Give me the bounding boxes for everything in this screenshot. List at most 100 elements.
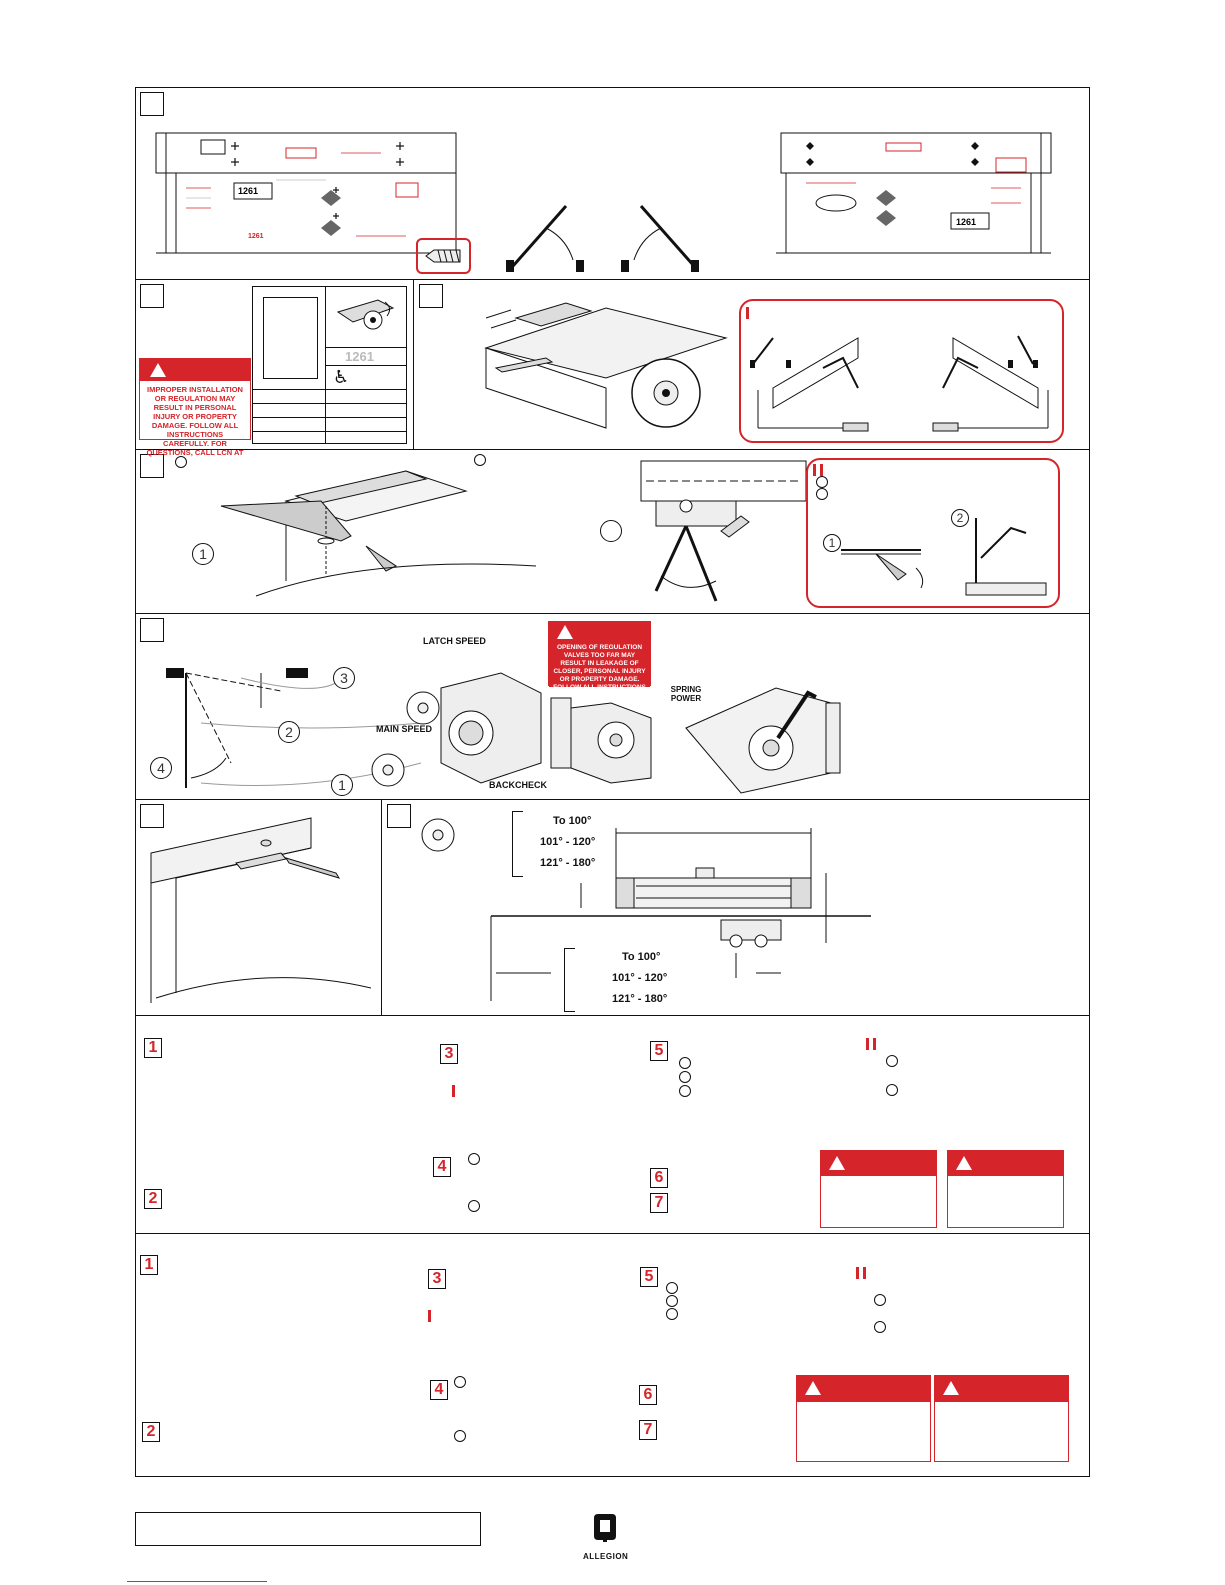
closer-installed-illustration [150,817,372,1003]
step-top-1: 1 [144,1038,162,1058]
warning-triangle-icon [943,1381,959,1395]
spring-power-illustration [550,687,841,794]
valve-num-2: 2 [278,721,300,743]
arm-step-marker-b [474,454,486,466]
tip-bullet-b [816,488,828,500]
latch-speed-label: LATCH SPEED [423,636,486,646]
install-warning-text: IMPROPER INSTALLATION OR REGULATION MAY … [140,383,250,457]
divider-row4 [136,799,1089,800]
step-bottom-1: 1 [140,1255,158,1275]
brand-name: ALLEGION [583,1552,629,1561]
model-label: 1261 [345,349,374,364]
section-box-a [140,92,164,116]
step-bottom-note-bullet-a [874,1294,886,1306]
bottom-range-bracket [564,948,575,1012]
bottom-range-1: To 100° [622,951,661,963]
step-top-2: 2 [144,1189,162,1209]
warning-triangle-icon [805,1381,821,1395]
warning-triangle-icon [150,363,166,377]
step-top-5-bullet-b [679,1071,691,1083]
arm-options-panel [739,299,1064,443]
bottom-range-3: 121° - 180° [612,993,668,1005]
valve-adjust-illustration [166,667,542,852]
arm-install-illustration [220,470,537,597]
step-bottom-5: 5 [640,1267,658,1287]
top-range-bracket [512,811,523,877]
spring-power-label: SPRING POWER [670,685,702,703]
warning-triangle-icon [829,1156,845,1170]
door-swing-left-icon [506,205,584,272]
instruction-sheet: 1261 1261 [135,87,1090,1477]
step-top-3: 3 [440,1044,458,1064]
tip-step-two: 2 [951,509,969,527]
door-swing-right-icon [621,205,699,272]
step-top-3-marker [452,1085,455,1097]
bottom-range-2: 101° - 120° [612,972,668,984]
divider-row5 [136,1015,1089,1016]
step-bottom-note-marker-b [863,1267,866,1279]
step-top-5-bullet-a [679,1057,691,1069]
step-top-note-bullet-a [886,1055,898,1067]
arm-options-illustration [750,335,1049,432]
step-top-note-marker-a [866,1038,869,1050]
install-warning: IMPROPER INSTALLATION OR REGULATION MAY … [139,358,251,457]
warning-box-top-b [947,1150,1064,1228]
svg-text:1261: 1261 [238,186,258,196]
footer-info-box [135,1512,481,1546]
divider-row2 [136,449,1089,450]
top-range-2: 101° - 120° [540,836,596,848]
divider-row6 [136,1233,1089,1234]
arm-step-badge [600,520,622,542]
warning-box-bottom-a [796,1375,931,1462]
top-range-3: 121° - 180° [540,857,596,869]
step-bottom-5-bullet-b [666,1295,678,1307]
dimension-drawing [490,828,871,1003]
warning-box-bottom-b [934,1375,1069,1462]
section-box-e [140,618,164,642]
step-top-7: 7 [650,1193,668,1213]
step-bottom-2: 2 [142,1422,160,1442]
accessibility-icon: ♿ [333,367,350,387]
valve-num-1: 1 [331,774,353,796]
regulation-warning-triangle-icon [557,625,573,639]
template-model-text: 1261 [248,233,264,240]
divider-col-row5 [381,799,382,1015]
step-bottom-7: 7 [639,1420,657,1440]
step-top-4: 4 [433,1157,451,1177]
step-top-note-marker-b [873,1038,876,1050]
regulation-warning-text: OPENING OF REGULATION VALVES TOO FAR MAY… [553,644,646,699]
valve-num-4: 4 [150,757,172,779]
step-bottom-note-marker-a [856,1267,859,1279]
panel-marker [746,307,749,319]
tip-bullet-a [816,476,828,488]
step-bottom-3: 3 [428,1269,446,1289]
tip-step-one: 1 [823,534,841,552]
section-box-f [140,804,164,828]
step-bottom-5-bullet-c [666,1308,678,1320]
step-top-5-bullet-c [679,1085,691,1097]
step-bottom-4-bullet-b [454,1430,466,1442]
section-box-g [387,804,411,828]
template-left-illustration: 1261 [155,132,457,254]
mounting-illustration [484,302,728,429]
tip-marker-b [820,464,823,476]
divider-row1 [136,279,1089,280]
step-bottom-4-bullet [454,1376,466,1388]
section-box-b [140,284,164,308]
arm-step-one-badge: 1 [192,543,214,565]
spec-table: 1261 ♿ [252,286,407,444]
step-bottom-note-bullet-b [874,1321,886,1333]
allegion-logo-icon [594,1514,616,1542]
step-top-note-bullet-b [886,1084,898,1096]
bottom-link-line[interactable] [127,1581,267,1582]
step-bottom-3-marker [428,1310,431,1322]
main-speed-label: MAIN SPEED [376,724,433,734]
arm-step-marker-a [175,456,187,468]
step-bottom-6: 6 [639,1385,657,1405]
step-top-4-bullet [468,1153,480,1165]
regulation-warning: OPENING OF REGULATION VALVES TOO FAR MAY… [548,621,651,699]
warning-box-top-a [820,1150,937,1228]
section-box-c [419,284,443,308]
closer-thumbnail [336,299,395,330]
step-bottom-5-bullet-a [666,1282,678,1294]
